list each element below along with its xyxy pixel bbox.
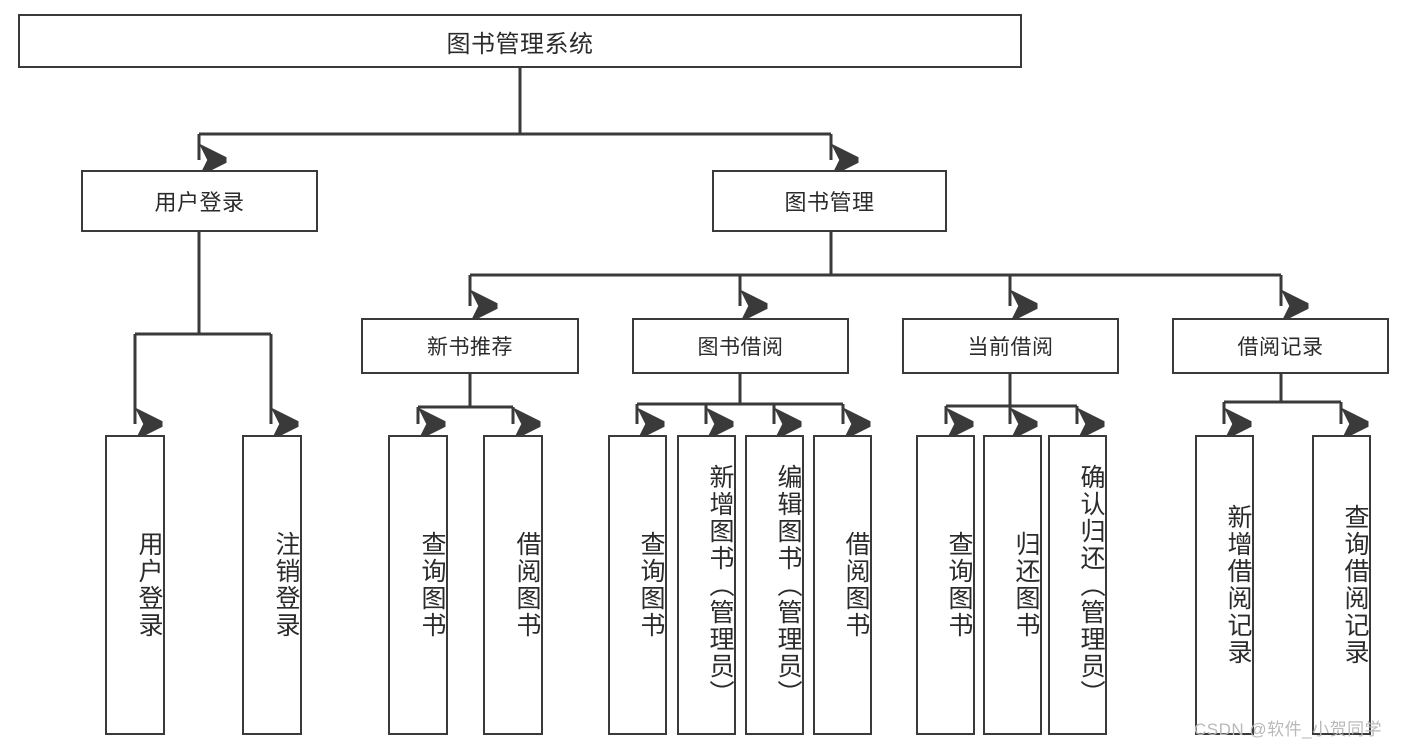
node-root-book-management-system[interactable]: 图书管理系统 — [18, 14, 1022, 68]
node-label: 注销登录 — [272, 531, 300, 639]
leaf-confirm-return-admin[interactable]: 确认归还（管理员） — [1048, 435, 1107, 735]
leaf-add-borrow-record[interactable]: 新增借阅记录 — [1195, 435, 1254, 735]
node-label: 图书管理系统 — [446, 30, 594, 58]
node-label: 新书推荐 — [427, 336, 513, 359]
csdn-watermark: CSDN @软件_小贺同学 — [1194, 715, 1382, 740]
node-label: 用户登录 — [135, 531, 163, 639]
node-label: 新增图书（管理员） — [706, 463, 734, 707]
node-new-book-recommend[interactable]: 新书推荐 — [361, 318, 579, 374]
node-label: 图书管理 — [784, 190, 875, 215]
node-label: 确认归还（管理员） — [1077, 463, 1105, 707]
node-borrow-record[interactable]: 借阅记录 — [1172, 318, 1389, 374]
leaf-query-borrow-record[interactable]: 查询借阅记录 — [1312, 435, 1371, 735]
node-label: 查询图书 — [637, 531, 665, 639]
node-book-management[interactable]: 图书管理 — [712, 170, 947, 232]
leaf-logout[interactable]: 注销登录 — [242, 435, 302, 735]
node-label: 用户登录 — [154, 190, 245, 215]
leaf-add-book-admin[interactable]: 新增图书（管理员） — [677, 435, 736, 735]
node-label: 图书借阅 — [697, 336, 784, 359]
node-user-login[interactable]: 用户登录 — [81, 170, 318, 232]
leaf-query-book-borrow[interactable]: 查询图书 — [608, 435, 667, 735]
node-label: 查询图书 — [945, 531, 973, 639]
node-current-borrow[interactable]: 当前借阅 — [902, 318, 1119, 374]
node-label: 查询图书 — [418, 531, 446, 639]
leaf-query-book-recommend[interactable]: 查询图书 — [388, 435, 448, 735]
node-book-borrow[interactable]: 图书借阅 — [632, 318, 849, 374]
watermark-text: CSDN @软件_小贺同学 — [1194, 720, 1383, 739]
node-label: 借阅图书 — [842, 531, 870, 639]
leaf-user-login[interactable]: 用户登录 — [105, 435, 165, 735]
node-label: 借阅记录 — [1237, 336, 1324, 359]
node-label: 查询借阅记录 — [1341, 504, 1369, 666]
leaf-query-book-current[interactable]: 查询图书 — [916, 435, 975, 735]
leaf-return-book[interactable]: 归还图书 — [983, 435, 1042, 735]
node-label: 新增借阅记录 — [1224, 504, 1252, 666]
node-label: 当前借阅 — [967, 336, 1054, 359]
node-label: 借阅图书 — [513, 531, 541, 639]
node-label: 编辑图书（管理员） — [774, 463, 802, 707]
node-label: 归还图书 — [1012, 531, 1040, 639]
leaf-edit-book-admin[interactable]: 编辑图书（管理员） — [745, 435, 804, 735]
leaf-borrow-book[interactable]: 借阅图书 — [813, 435, 872, 735]
leaf-borrow-book-recommend[interactable]: 借阅图书 — [483, 435, 543, 735]
